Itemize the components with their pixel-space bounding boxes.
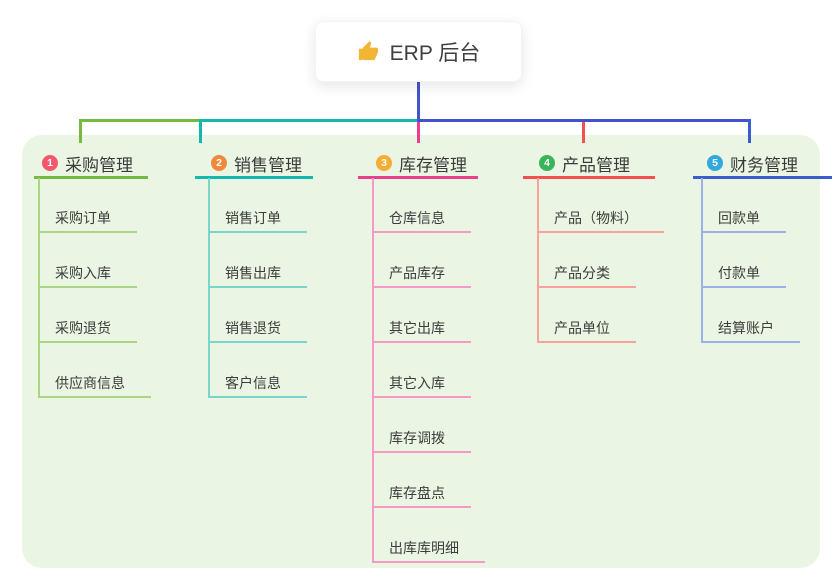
child-node[interactable]: 采购退货	[38, 320, 137, 343]
child-node[interactable]: 库存调拨	[372, 430, 471, 453]
branch-trunk	[38, 178, 40, 398]
child-node[interactable]: 产品（物料）	[537, 210, 664, 233]
child-node[interactable]: 客户信息	[208, 375, 307, 398]
branch-label: 采购管理	[65, 155, 133, 175]
child-node[interactable]: 仓库信息	[372, 210, 471, 233]
branch-number-badge: 4	[539, 155, 555, 171]
connector-branch-drop	[582, 122, 585, 143]
branch-label: 库存管理	[399, 155, 467, 175]
child-node[interactable]: 供应商信息	[38, 375, 151, 398]
child-node[interactable]: 其它入库	[372, 375, 471, 398]
branch-label: 产品管理	[562, 155, 630, 175]
root-node-label: ERP 后台	[389, 41, 481, 65]
branch-underline	[693, 176, 832, 179]
branch-underline	[34, 176, 148, 179]
connector-branch-drop	[748, 119, 751, 143]
branch-number-badge: 5	[707, 155, 723, 171]
branch-underline	[195, 176, 313, 179]
branch-node-2[interactable]: 2 销售管理	[211, 150, 302, 176]
thumbs-up-icon	[357, 40, 380, 63]
branch-trunk	[537, 178, 539, 343]
child-node[interactable]: 产品分类	[537, 265, 636, 288]
child-node[interactable]: 出库库明细	[372, 540, 485, 563]
branch-trunk	[372, 178, 374, 563]
connector-bus-blue	[417, 119, 751, 122]
branch-label: 财务管理	[730, 155, 798, 175]
child-node[interactable]: 结算账户	[701, 320, 800, 343]
branch-node-3[interactable]: 3 库存管理	[376, 150, 467, 176]
branch-underline	[358, 176, 478, 179]
child-node[interactable]: 采购入库	[38, 265, 137, 288]
child-node[interactable]: 其它出库	[372, 320, 471, 343]
branch-number-badge: 3	[376, 155, 392, 171]
branch-trunk	[208, 178, 210, 398]
branch-number-badge: 1	[42, 155, 58, 171]
child-node[interactable]: 销售退货	[208, 320, 307, 343]
child-node[interactable]: 付款单	[701, 265, 786, 288]
connector-bus-teal	[199, 119, 418, 122]
connector-root-drop	[417, 82, 420, 122]
child-node[interactable]: 销售出库	[208, 265, 307, 288]
branch-underline	[523, 176, 655, 179]
child-node[interactable]: 回款单	[701, 210, 786, 233]
child-node[interactable]: 采购订单	[38, 210, 137, 233]
branch-node-4[interactable]: 4 产品管理	[539, 150, 630, 176]
branches-panel	[22, 135, 820, 568]
child-node[interactable]: 产品库存	[372, 265, 471, 288]
branch-node-5[interactable]: 5 财务管理	[707, 150, 798, 176]
branch-node-1[interactable]: 1 采购管理	[42, 150, 133, 176]
connector-branch-drop	[417, 122, 420, 143]
branch-number-badge: 2	[211, 155, 227, 171]
connector-branch-drop	[79, 119, 82, 143]
child-node[interactable]: 库存盘点	[372, 485, 471, 508]
connector-bus-green	[79, 119, 199, 122]
connector-branch-drop	[199, 119, 202, 143]
child-node[interactable]: 产品单位	[537, 320, 636, 343]
child-node[interactable]: 销售订单	[208, 210, 307, 233]
branch-label: 销售管理	[234, 155, 302, 175]
branch-trunk	[701, 178, 703, 343]
root-node[interactable]: ERP 后台	[315, 21, 522, 82]
